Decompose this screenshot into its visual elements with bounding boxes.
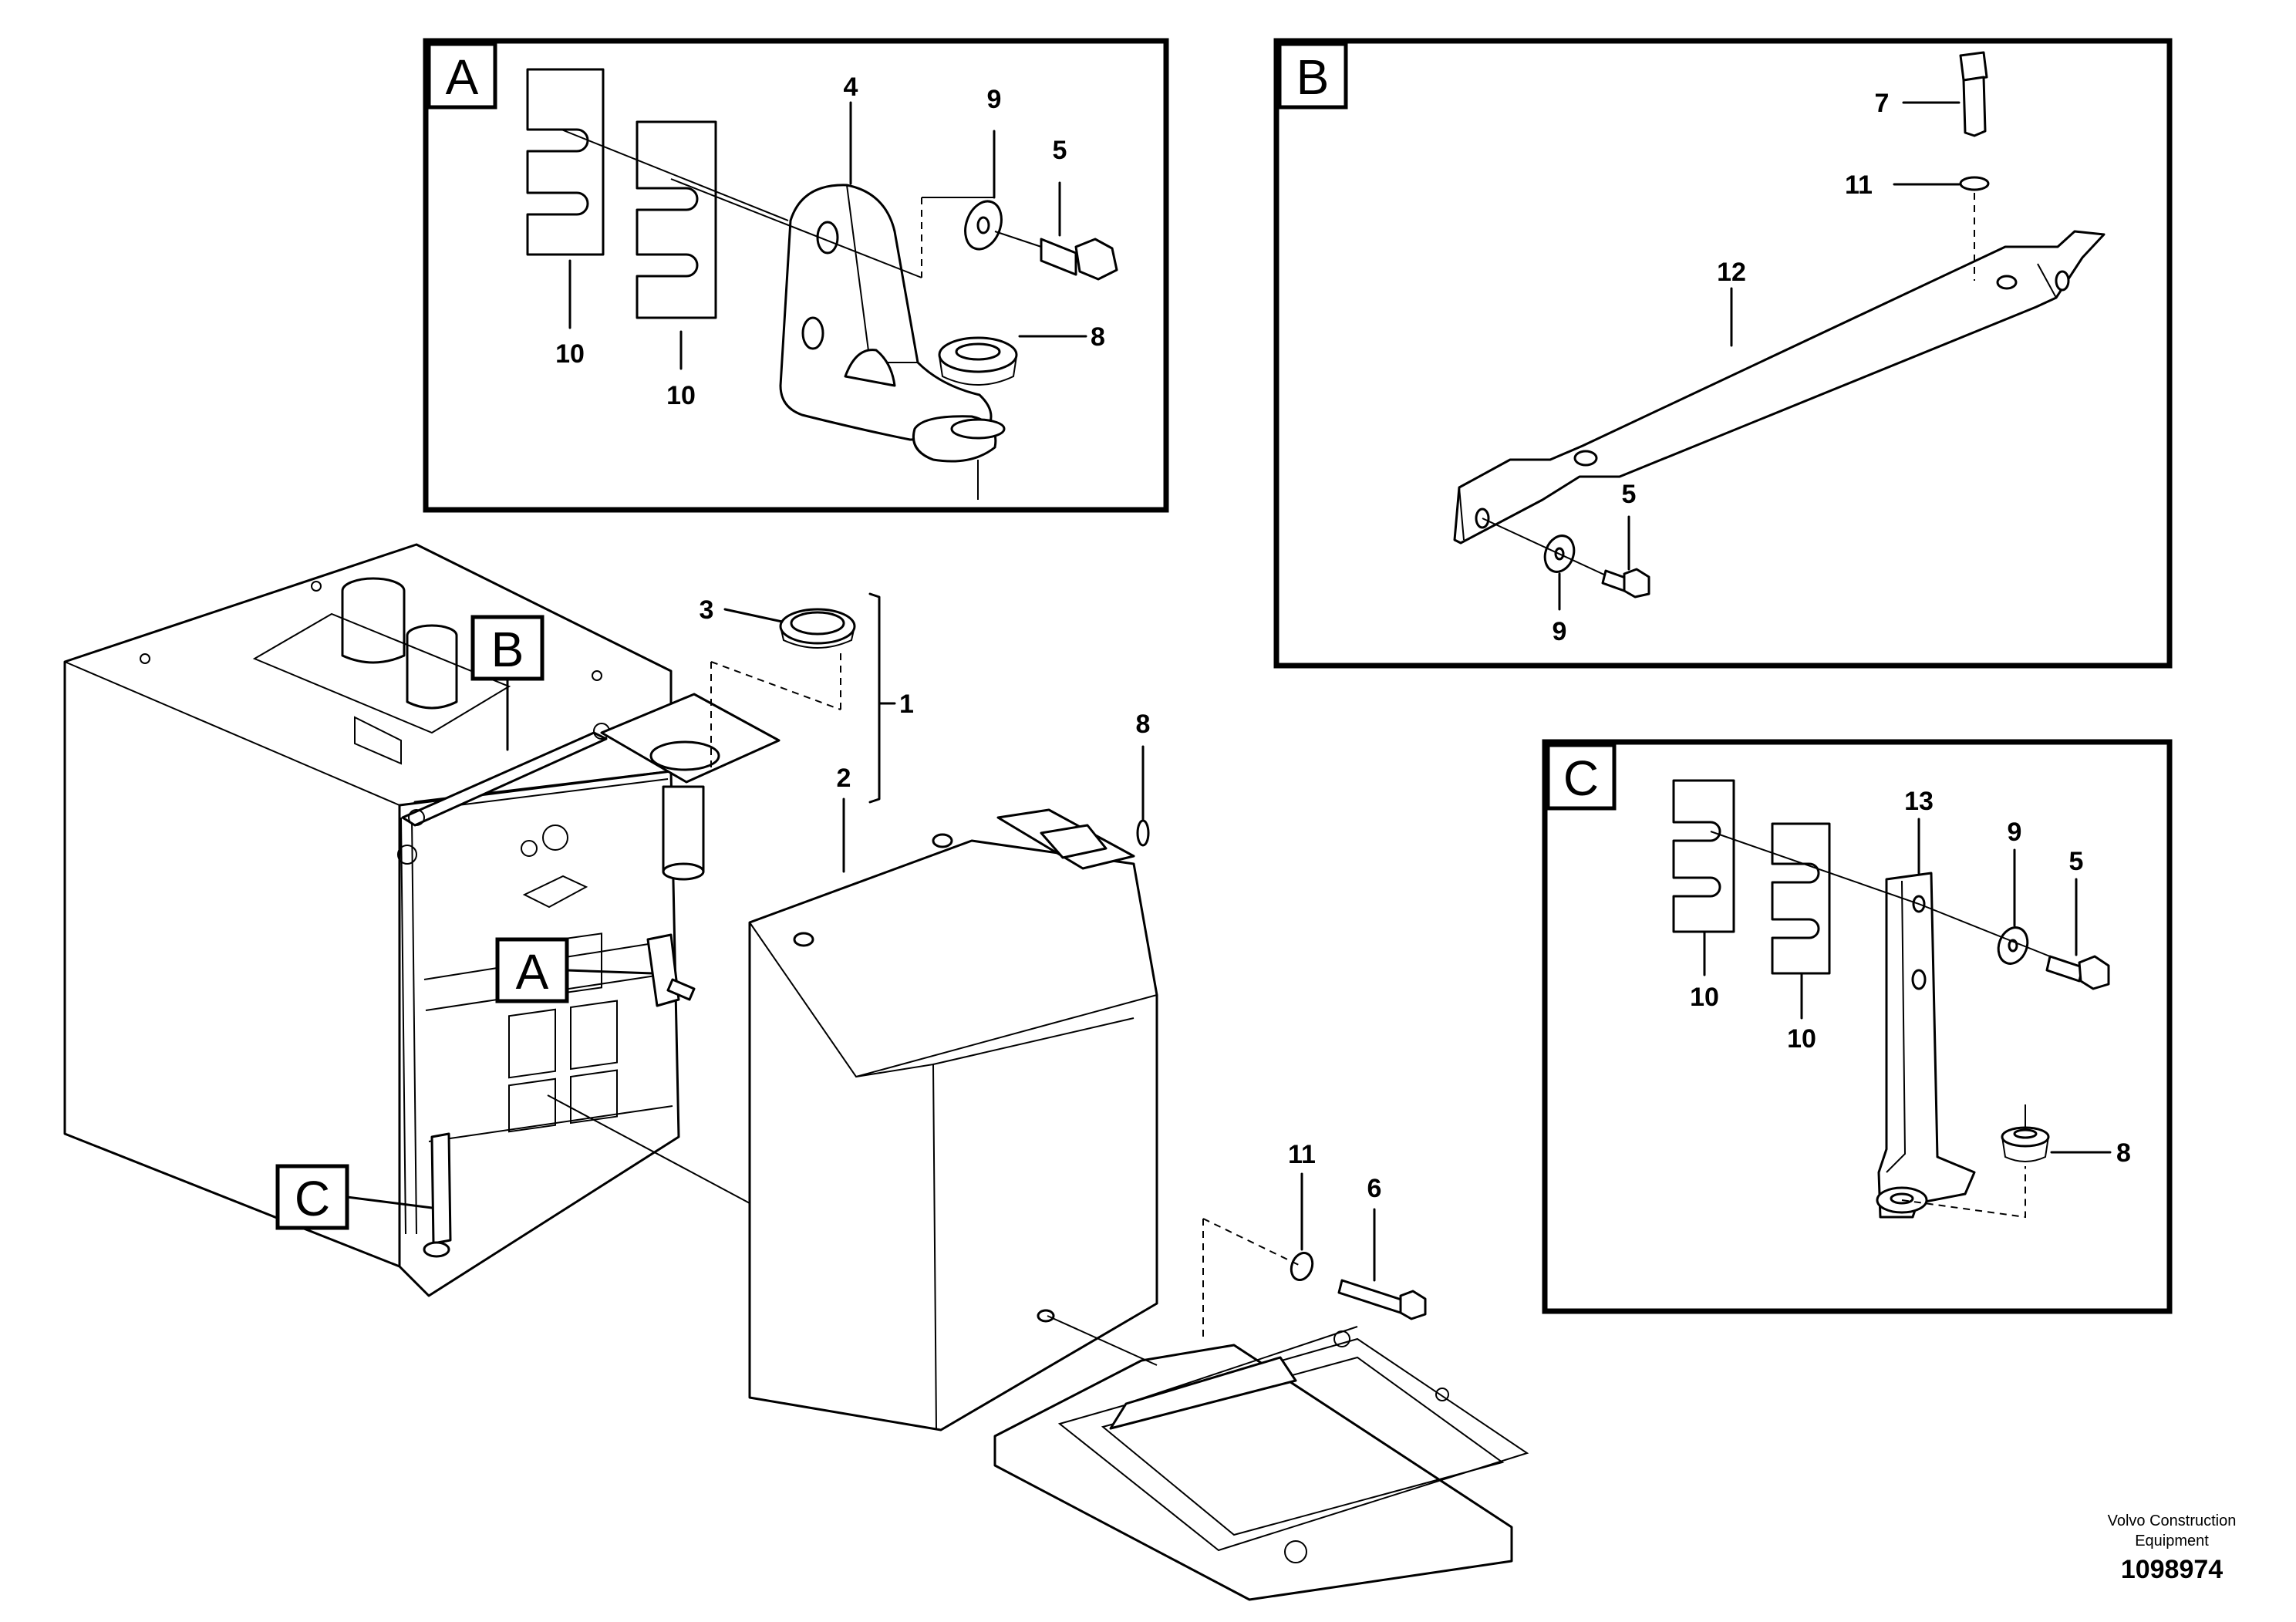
callout-13: 13 xyxy=(1904,787,1934,816)
main-assembly-view: B A C 3 1 2 8 11 6 xyxy=(63,543,1529,1601)
reference-tag-b: B xyxy=(491,622,524,677)
detail-tag-b: B xyxy=(1296,49,1330,105)
bolt-shank xyxy=(2045,955,2084,983)
credit-line2: Equipment xyxy=(2135,1533,2209,1549)
callout-8: 8 xyxy=(1136,710,1151,739)
callout-10: 10 xyxy=(666,381,696,410)
callout-10: 10 xyxy=(1787,1024,1816,1054)
detail-view-a: A 4 9 5 8 xyxy=(423,38,1169,513)
bolt-head xyxy=(1399,1290,1427,1320)
filler-neck xyxy=(341,591,406,664)
callout-9: 9 xyxy=(2008,818,2022,847)
bolt-head xyxy=(2078,955,2110,990)
reference-tag-c: C xyxy=(295,1171,330,1226)
callout-2: 2 xyxy=(837,764,851,793)
callout-3: 3 xyxy=(700,595,714,625)
detail-view-c: C 13 9 5 10 10 8 xyxy=(1542,739,2173,1314)
credit-block: Volvo Construction Equipment 1098974 xyxy=(2108,1512,2237,1584)
detail-tag-a: A xyxy=(446,49,479,105)
bolt-shank xyxy=(1040,238,1077,276)
filler-cap-ring xyxy=(779,608,856,649)
callout-4: 4 xyxy=(844,73,858,102)
callout-5: 5 xyxy=(1622,480,1637,509)
callout-10: 10 xyxy=(555,339,585,369)
cabinet xyxy=(63,543,781,1297)
callout-9: 9 xyxy=(1553,617,1567,646)
callout-5: 5 xyxy=(2069,847,2084,876)
detail-view-b: B 7 11 12 5 9 xyxy=(1273,38,2173,669)
shim-outer xyxy=(526,68,605,256)
callout-7: 7 xyxy=(1875,89,1890,118)
bolt-head xyxy=(1623,568,1650,599)
callout-8: 8 xyxy=(2116,1138,2131,1168)
bracket-hole xyxy=(816,221,839,255)
bracket-hole xyxy=(801,316,824,350)
detail-tag-c: C xyxy=(1563,750,1599,806)
credit-company: Volvo Construction xyxy=(2108,1512,2237,1529)
callout-8: 8 xyxy=(1091,322,1105,352)
document-number: 1098974 xyxy=(2121,1555,2223,1584)
callout-12: 12 xyxy=(1717,258,1746,287)
callout-11: 11 xyxy=(1845,170,1873,200)
callout-11: 11 xyxy=(1288,1140,1316,1169)
callout-1: 1 xyxy=(899,690,914,719)
callout-5: 5 xyxy=(1053,136,1067,165)
bolt-head xyxy=(1959,51,1988,82)
shim-inner xyxy=(1771,822,1831,975)
cover xyxy=(748,808,1158,1431)
reference-tag-a: A xyxy=(516,944,549,1000)
grommet xyxy=(1136,819,1150,847)
shim-inner xyxy=(636,120,717,319)
washer xyxy=(1290,1252,1314,1281)
washer xyxy=(1959,176,1990,191)
bolt-shank xyxy=(1962,76,1987,137)
callout-6: 6 xyxy=(1367,1174,1382,1203)
base-tray xyxy=(993,1326,1529,1601)
shim-outer xyxy=(1672,779,1735,933)
support-bar xyxy=(1453,230,2106,545)
bolt-head xyxy=(1074,238,1118,281)
callout-9: 9 xyxy=(987,85,1002,114)
callout-10: 10 xyxy=(1690,983,1719,1012)
bolt-shank xyxy=(1337,1279,1405,1314)
